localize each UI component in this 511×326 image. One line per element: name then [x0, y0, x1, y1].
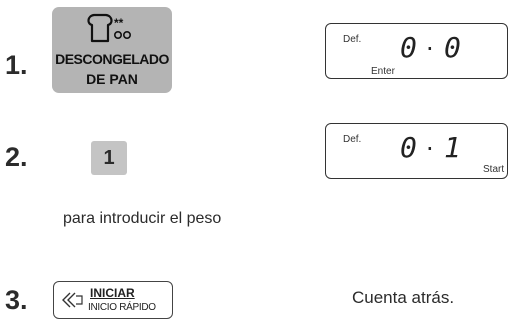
- display-digit-2: 1: [444, 131, 461, 164]
- display-sub-label: Start: [483, 164, 505, 175]
- svg-text:**: **: [114, 16, 124, 30]
- step-3-number: 3.: [5, 285, 28, 315]
- step-2-number: 2.: [5, 142, 28, 172]
- start-button-label: INICIAR: [90, 286, 135, 300]
- bread-defrost-button[interactable]: ** DESCONGELADO DE PAN: [52, 7, 172, 93]
- display-step-1: Def. 0 · 0 Enter: [325, 23, 508, 79]
- number-1-button[interactable]: 1: [91, 141, 127, 175]
- start-button[interactable]: INICIAR INICIO RÁPIDO: [53, 281, 173, 319]
- bread-snowflake-icon: **: [87, 13, 131, 43]
- double-chevron-icon: [62, 292, 83, 308]
- display-separator: ·: [426, 135, 434, 163]
- display-sub-label: Enter: [371, 66, 395, 77]
- display-step-2: Def. 0 · 1 Start: [325, 123, 508, 179]
- defrost-button-label-line2: DE PAN: [86, 71, 138, 87]
- step-1-number: 1.: [5, 50, 28, 80]
- display-mode-label: Def.: [343, 134, 362, 145]
- defrost-button-label-line1: DESCONGELADO: [55, 51, 169, 67]
- display-digit-1: 0: [400, 131, 417, 164]
- display-digits: 0 · 1: [400, 131, 461, 164]
- display-digits: 0 · 0: [400, 31, 461, 64]
- countdown-text: Cuenta atrás.: [352, 288, 455, 307]
- display-separator: ·: [426, 35, 434, 63]
- display-digit-2: 0: [444, 31, 461, 64]
- display-digit-1: 0: [400, 31, 417, 64]
- weight-instruction: para introducir el peso: [63, 210, 222, 227]
- quick-start-label: INICIO RÁPIDO: [88, 302, 156, 313]
- display-mode-label: Def.: [343, 34, 362, 45]
